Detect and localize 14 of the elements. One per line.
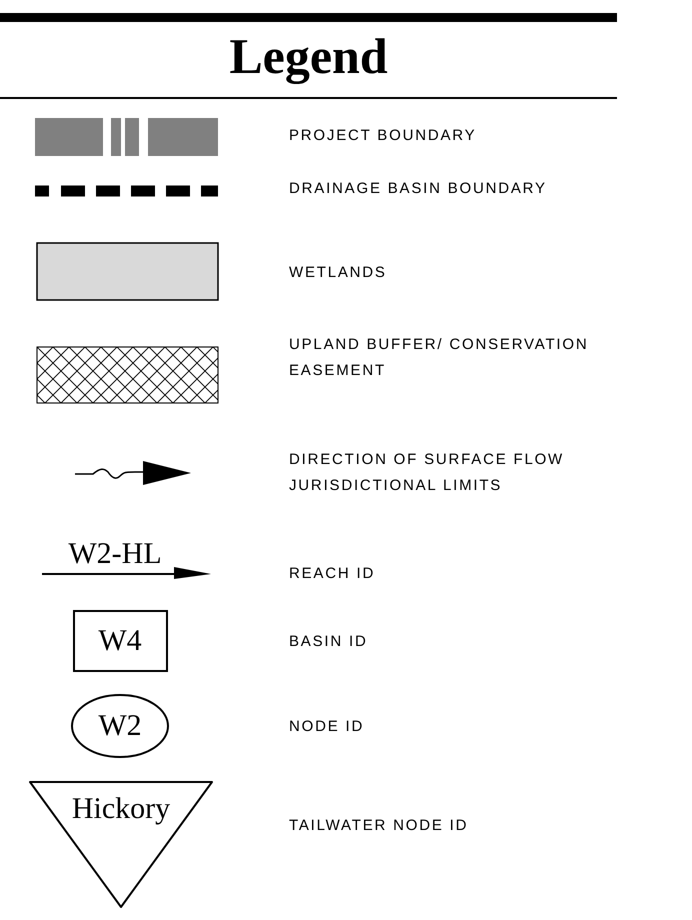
basin-id-text: W4 xyxy=(98,625,142,657)
legend-text: TAILWATER NODE ID xyxy=(289,816,470,836)
tailwater-node-text: Hickory xyxy=(72,793,170,825)
legend-text: UPLAND BUFFER/ CONSERVATION EASEMENT xyxy=(289,335,590,381)
legend-text: NODE ID xyxy=(289,717,366,737)
legend-text: BASIN ID xyxy=(289,632,369,652)
reach-id-text: W2-HL xyxy=(68,538,162,570)
legend-title: Legend xyxy=(228,27,389,86)
legend-text: WETLANDS xyxy=(289,263,388,283)
legend-text: DRAINAGE BASIN BOUNDARY xyxy=(289,179,548,199)
legend-text: REACH ID xyxy=(289,564,376,584)
node-id-text: W2 xyxy=(98,710,142,742)
legend-text: DIRECTION OF SURFACE FLOW JURISDICTIONAL LIMITS xyxy=(289,450,566,496)
legend-text: PROJECT BOUNDARY xyxy=(289,126,478,146)
